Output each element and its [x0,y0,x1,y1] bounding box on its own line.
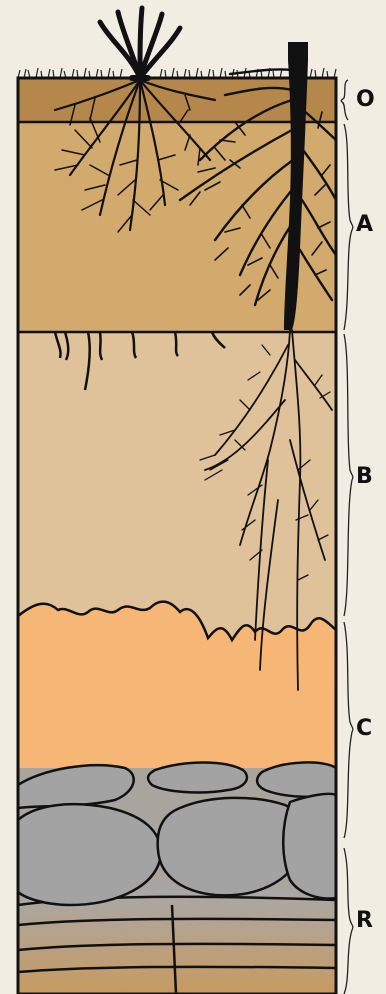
horizon-label-c: C [356,717,382,741]
horizon-label-b: B [356,465,382,489]
bracket-a [344,124,353,330]
bracket-c [344,622,353,838]
bracket-b [344,334,353,616]
horizon-label-r: R [356,909,382,933]
horizon-label-o: O [356,88,382,112]
horizon-b-layer [18,332,336,640]
horizon-label-a: A [356,213,382,237]
bracket-o [341,80,348,120]
horizon-brackets [341,80,353,994]
bracket-r [344,848,353,994]
